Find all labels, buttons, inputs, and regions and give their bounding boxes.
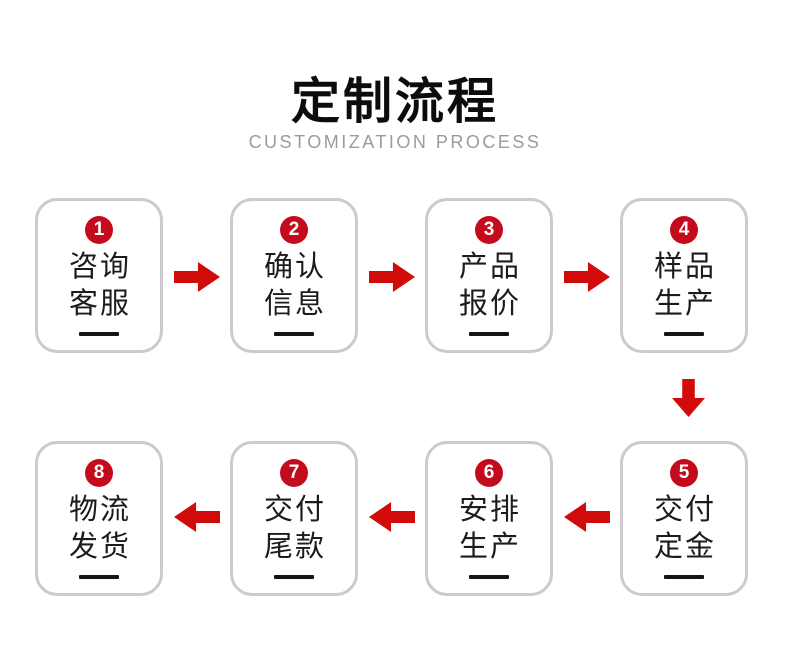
step-number-badge: 2	[280, 216, 308, 244]
step-card-7: 7 交付 尾款	[230, 441, 358, 596]
step-underline	[664, 575, 704, 579]
step-card-8: 8 物流 发货	[35, 441, 163, 596]
page-title: 定制流程	[290, 75, 499, 129]
step-number-badge: 5	[670, 459, 698, 487]
step-label-line1: 样品	[653, 251, 716, 283]
step-card-5: 5 交付 定金	[620, 441, 748, 596]
arrow-left-icon	[564, 502, 610, 532]
arrow-down-icon	[672, 379, 705, 417]
step-underline	[469, 332, 509, 336]
step-label-line2: 定金	[653, 531, 716, 563]
step-underline	[469, 575, 509, 579]
step-label-line2: 生产	[458, 531, 521, 563]
step-card-2: 2 确认 信息	[230, 198, 358, 353]
step-card-1: 1 咨询 客服	[35, 198, 163, 353]
step-underline	[79, 332, 119, 336]
step-card-6: 6 安排 生产	[425, 441, 553, 596]
step-label-line1: 确认	[263, 251, 326, 283]
arrow-left-icon	[369, 502, 415, 532]
step-card-4: 4 样品 生产	[620, 198, 748, 353]
arrow-right-icon	[564, 262, 610, 292]
arrow-left-icon	[174, 502, 220, 532]
arrow-right-icon	[369, 262, 415, 292]
step-label-line2: 信息	[263, 288, 326, 320]
step-label-line1: 咨询	[68, 251, 131, 283]
step-underline	[274, 575, 314, 579]
step-label-line2: 尾款	[263, 531, 326, 563]
step-number-badge: 6	[475, 459, 503, 487]
step-number-badge: 1	[85, 216, 113, 244]
step-card-3: 3 产品 报价	[425, 198, 553, 353]
step-label-line2: 生产	[653, 288, 716, 320]
step-underline	[274, 332, 314, 336]
step-label-line2: 报价	[458, 288, 521, 320]
step-label-line2: 客服	[68, 288, 131, 320]
step-label-line1: 交付	[263, 494, 326, 526]
step-number-badge: 4	[670, 216, 698, 244]
step-number-badge: 7	[280, 459, 308, 487]
step-underline	[79, 575, 119, 579]
step-label-line1: 物流	[68, 494, 131, 526]
step-label-line2: 发货	[68, 531, 131, 563]
step-number-badge: 3	[475, 216, 503, 244]
page-subtitle: CUSTOMIZATION PROCESS	[248, 132, 542, 152]
step-label-line1: 产品	[458, 251, 521, 283]
arrow-right-icon	[174, 262, 220, 292]
step-label-line1: 安排	[458, 494, 521, 526]
step-label-line1: 交付	[653, 494, 716, 526]
step-number-badge: 8	[85, 459, 113, 487]
step-underline	[664, 332, 704, 336]
